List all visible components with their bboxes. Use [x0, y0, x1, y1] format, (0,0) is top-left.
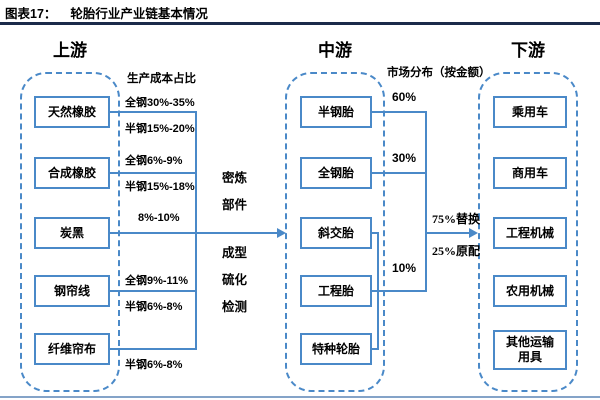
connector-natural-rubber — [110, 111, 197, 113]
process-step-mixing: 密炼 — [222, 171, 248, 185]
midstream-box-engineering-tire: 工程胎 — [300, 275, 372, 307]
connector-all-steel-tire — [372, 172, 427, 174]
cost-share-label-3: 全钢6%-9% — [125, 155, 183, 167]
upstream-box-carbon-black: 炭黑 — [34, 217, 110, 249]
connector-special-tire-stub — [372, 348, 379, 350]
market-section-title: 市场分布（按金额） — [387, 67, 491, 79]
figure-number-label: 图表17： — [5, 7, 57, 21]
upstream-header: 上游 — [53, 41, 87, 60]
cost-share-label-6: 全钢9%-11% — [125, 275, 188, 287]
process-step-molding: 成型 — [222, 246, 248, 260]
downstream-box-commercial-vehicle: 商用车 — [493, 157, 567, 189]
midstream-sub-bracket-line — [377, 232, 379, 350]
midstream-box-bias-tire: 斜交胎 — [300, 217, 372, 249]
downstream-box-passenger-car: 乘用车 — [493, 96, 567, 128]
connector-fiber-cord — [110, 348, 197, 350]
downstream-container — [478, 72, 578, 392]
midstream-box-semi-steel-tire: 半钢胎 — [300, 96, 372, 128]
midstream-collector-line — [425, 111, 427, 292]
flow-arrow-2-shaft — [425, 232, 470, 234]
process-step-inspection: 检测 — [222, 300, 248, 314]
upstream-box-natural-rubber: 天然橡胶 — [34, 96, 110, 128]
downstream-box-construction-machinery: 工程机械 — [493, 217, 567, 249]
flow-arrow-1-shaft — [195, 232, 277, 234]
upstream-collector-line — [195, 111, 197, 350]
market-share-semi-steel: 60% — [392, 90, 417, 104]
process-step-components: 部件 — [222, 198, 248, 212]
flow-arrow-2-head-icon — [469, 228, 478, 238]
cost-share-label-7: 半钢6%-8% — [125, 301, 183, 313]
footer-divider — [0, 396, 600, 398]
cost-share-label-4: 半钢15%-18% — [125, 181, 195, 193]
flow-arrow-1-head-icon — [277, 228, 286, 238]
connector-semi-steel-tire — [372, 111, 427, 113]
upstream-box-steel-cord: 钢帘线 — [34, 275, 110, 307]
flow-label-replacement: 75%替换 — [432, 212, 481, 226]
downstream-header: 下游 — [511, 41, 545, 60]
midstream-box-special-tire: 特种轮胎 — [300, 333, 372, 365]
market-share-other: 10% — [392, 261, 417, 275]
connector-synthetic-rubber — [110, 172, 197, 174]
midstream-box-all-steel-tire: 全钢胎 — [300, 157, 372, 189]
midstream-container — [285, 72, 385, 392]
market-share-all-steel: 30% — [392, 151, 417, 165]
title-divider — [0, 22, 600, 25]
figure-title-row: 图表17： 轮胎行业产业链基本情况 — [5, 3, 208, 22]
connector-steel-cord — [110, 290, 197, 292]
flow-label-oem: 25%原配 — [432, 244, 481, 258]
midstream-header: 中游 — [318, 41, 352, 60]
upstream-box-synthetic-rubber: 合成橡胶 — [34, 157, 110, 189]
cost-share-label-2: 半钢15%-20% — [125, 123, 195, 135]
connector-bias-tire-stub — [372, 232, 379, 234]
downstream-box-other-transport: 其他运输用具 — [493, 330, 567, 370]
cost-share-label-5: 8%-10% — [138, 212, 180, 224]
upstream-box-fiber-cord: 纤维帘布 — [34, 333, 110, 365]
cost-section-title: 生产成本占比 — [127, 73, 196, 85]
process-step-vulcanization: 硫化 — [222, 273, 248, 287]
downstream-box-agricultural-machinery: 农用机械 — [493, 275, 567, 307]
connector-engineering-tire — [372, 290, 427, 292]
cost-share-label-8: 半钢6%-8% — [125, 359, 183, 371]
connector-carbon-black — [110, 232, 197, 234]
cost-share-label-1: 全钢30%-35% — [125, 97, 195, 109]
figure-title: 轮胎行业产业链基本情况 — [70, 7, 208, 21]
